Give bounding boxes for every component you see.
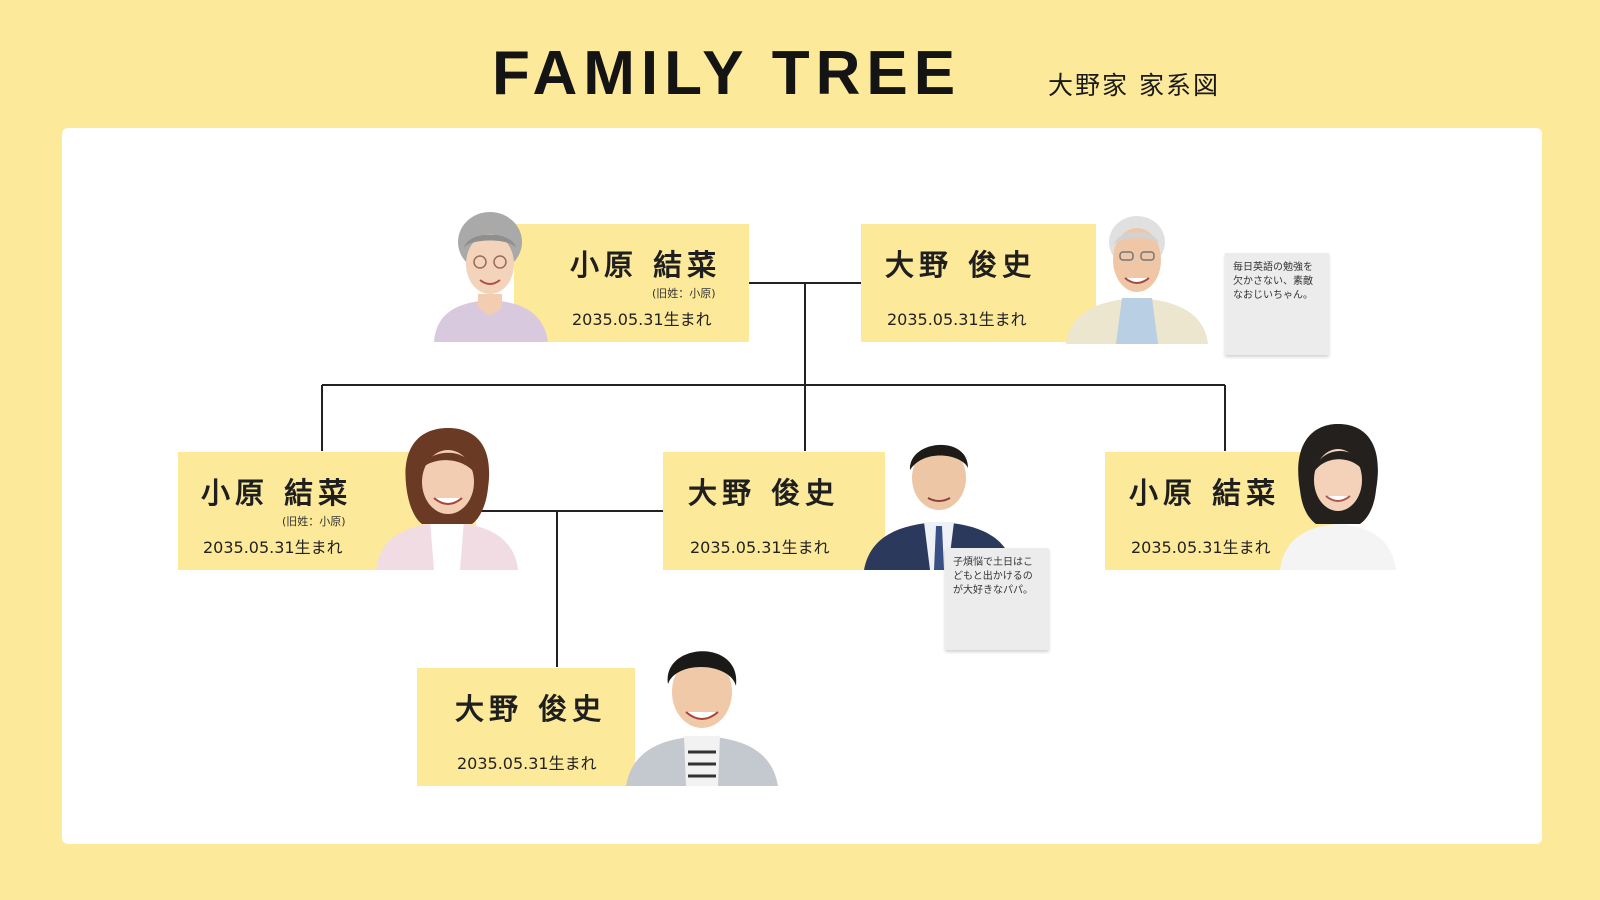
member-card-grandfather[interactable] bbox=[861, 224, 1096, 342]
member-name: 小原 結菜 bbox=[570, 248, 722, 282]
member-name: 小原 結菜 bbox=[1129, 476, 1281, 510]
member-birth-date: 2035.05.31生まれ bbox=[887, 310, 1027, 329]
member-birth-date: 2035.05.31生まれ bbox=[203, 538, 343, 557]
member-name: 大野 俊史 bbox=[885, 248, 1037, 282]
sticky-note-father: 子煩悩で土日はこどもと出かけるのが大好きなパパ。 bbox=[945, 548, 1049, 650]
member-birth-date: 2035.05.31生まれ bbox=[690, 538, 830, 557]
page-title: FAMILY TREE bbox=[492, 39, 962, 108]
sticky-note-grandfather: 毎日英語の勉強を欠かさない、素敵なおじいちゃん。 bbox=[1225, 253, 1329, 355]
member-card-son[interactable] bbox=[417, 668, 635, 786]
member-name: 小原 結菜 bbox=[201, 476, 353, 510]
member-card-grandmother[interactable] bbox=[514, 224, 749, 342]
member-name: 大野 俊史 bbox=[455, 692, 607, 726]
member-birth-date: 2035.05.31生まれ bbox=[572, 310, 712, 329]
member-maiden-name: (旧姓：小原) bbox=[652, 287, 716, 300]
page-subtitle: 大野家 家系図 bbox=[1048, 71, 1220, 100]
elderly-woman-portrait bbox=[434, 212, 548, 342]
member-card-father[interactable] bbox=[663, 452, 885, 570]
member-birth-date: 2035.05.31生まれ bbox=[457, 754, 597, 773]
member-birth-date: 2035.05.31生まれ bbox=[1131, 538, 1271, 557]
boy-portrait bbox=[626, 651, 778, 786]
member-maiden-name: (旧姓：小原) bbox=[282, 515, 346, 528]
elderly-man-portrait bbox=[1066, 216, 1208, 344]
woman-portrait bbox=[376, 428, 518, 570]
member-name: 大野 俊史 bbox=[688, 476, 840, 510]
woman-portrait bbox=[1280, 424, 1396, 570]
